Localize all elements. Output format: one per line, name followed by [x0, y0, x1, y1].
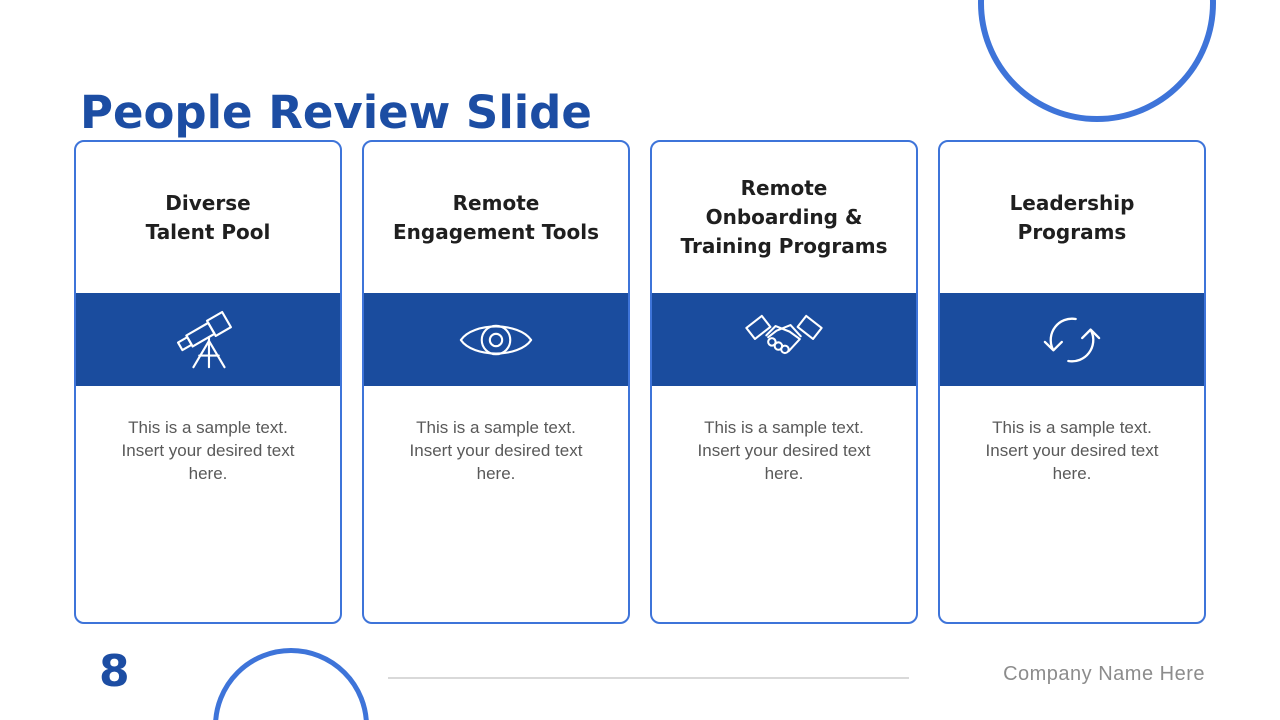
card-title[interactable]: Remote Onboarding & Training Programs: [680, 176, 888, 258]
footer-divider-line: [388, 677, 909, 679]
decorative-circle-bottom-left: [213, 648, 369, 720]
cycle-arrows-icon: [1041, 309, 1103, 371]
card-icon-band: [76, 293, 340, 386]
card-icon-band: [652, 293, 916, 386]
card-header: Remote Onboarding & Training Programs: [652, 142, 916, 293]
card-title[interactable]: Leadership Programs: [1009, 190, 1135, 244]
card-title[interactable]: Diverse Talent Pool: [145, 190, 271, 244]
card-icon-band: [940, 293, 1204, 386]
card-remote-onboarding-training[interactable]: Remote Onboarding & Training Programs Th…: [650, 140, 918, 624]
card-body-text[interactable]: This is a sample text. Insert your desir…: [409, 418, 583, 483]
card-body-text[interactable]: This is a sample text. Insert your desir…: [985, 418, 1159, 483]
card-title[interactable]: Remote Engagement Tools: [393, 190, 599, 244]
card-body-text[interactable]: This is a sample text. Insert your desir…: [121, 418, 295, 483]
cards-row: Diverse Talent Pool: [74, 140, 1206, 624]
card-header: Leadership Programs: [940, 142, 1204, 293]
card-diverse-talent-pool[interactable]: Diverse Talent Pool: [74, 140, 342, 624]
decorative-circle-top-right: [978, 0, 1216, 122]
eye-icon: [458, 317, 534, 363]
page-number: 8: [99, 646, 130, 697]
card-icon-band: [364, 293, 628, 386]
card-remote-engagement-tools[interactable]: Remote Engagement Tools This is a sample…: [362, 140, 630, 624]
card-body-text[interactable]: This is a sample text. Insert your desir…: [697, 418, 871, 483]
telescope-icon: [173, 305, 243, 375]
handshake-icon: [743, 312, 825, 368]
card-header: Remote Engagement Tools: [364, 142, 628, 293]
card-header: Diverse Talent Pool: [76, 142, 340, 293]
card-leadership-programs[interactable]: Leadership Programs This is a sample tex…: [938, 140, 1206, 624]
company-name[interactable]: Company Name Here: [1003, 663, 1205, 685]
page-title[interactable]: People Review Slide: [80, 86, 592, 140]
